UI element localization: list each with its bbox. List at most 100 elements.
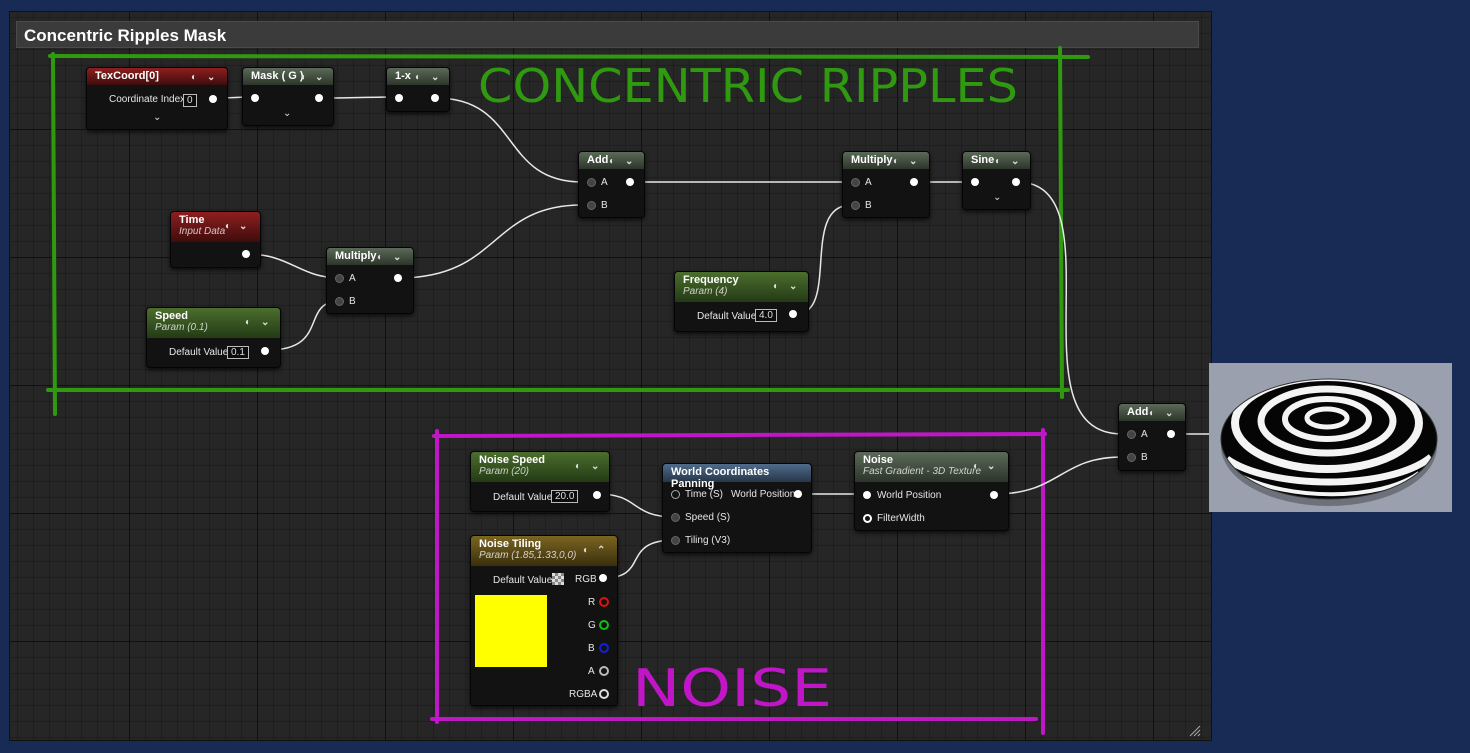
- preview-toggle-icon[interactable]: ◐: [995, 156, 1002, 167]
- pin-label: B: [349, 296, 356, 307]
- preview-toggle-icon[interactable]: ◐: [301, 72, 308, 83]
- preview-toggle-icon[interactable]: ◐: [583, 545, 590, 556]
- preview-toggle-icon[interactable]: ◐: [245, 317, 252, 328]
- input-pin-a[interactable]: [1127, 430, 1136, 439]
- coordinate-index-input[interactable]: 0: [183, 94, 197, 107]
- input-pin[interactable]: [251, 94, 259, 102]
- preview-toggle-icon[interactable]: ◐: [973, 461, 980, 472]
- chevron-down-icon[interactable]: ⌄: [909, 156, 918, 167]
- preview-toggle-icon[interactable]: ◐: [893, 156, 900, 167]
- input-pin[interactable]: [395, 94, 403, 102]
- preview-toggle-icon[interactable]: ◐: [1149, 408, 1156, 419]
- input-pin-filterwidth[interactable]: [863, 514, 872, 523]
- expand-chevron-icon[interactable]: ⌄: [153, 112, 162, 123]
- chevron-down-icon[interactable]: ⌄: [393, 252, 402, 263]
- input-pin-a[interactable]: [851, 178, 860, 187]
- chevron-down-icon[interactable]: ⌄: [1165, 408, 1174, 419]
- output-pin[interactable]: [261, 347, 269, 355]
- mask-node[interactable]: Mask ( G ) ◐ ⌄ ⌄: [242, 67, 334, 126]
- input-pin-b[interactable]: [587, 201, 596, 210]
- input-pin-tiling[interactable]: [671, 536, 680, 545]
- output-pin[interactable]: [315, 94, 323, 102]
- output-pin[interactable]: [394, 274, 402, 282]
- chevron-down-icon[interactable]: ⌄: [625, 156, 634, 167]
- noise-speed-param-node[interactable]: Noise Speed Param (20) ◐ ⌄ Default Value…: [470, 451, 610, 512]
- output-pin[interactable]: [1167, 430, 1175, 438]
- chevron-up-icon[interactable]: ⌃: [597, 545, 606, 556]
- output-pin[interactable]: [209, 95, 217, 103]
- output-pin[interactable]: [794, 490, 802, 498]
- default-value-input[interactable]: 0.1: [227, 346, 249, 359]
- default-value-input[interactable]: 4.0: [755, 309, 777, 322]
- add-node[interactable]: Add ◐ ⌄ A B: [578, 151, 645, 218]
- chevron-down-icon[interactable]: ⌄: [239, 221, 248, 232]
- default-value-input[interactable]: 20.0: [551, 490, 579, 503]
- resize-grip-icon[interactable]: [1189, 725, 1201, 737]
- color-swatch[interactable]: [475, 595, 547, 667]
- input-pin-b[interactable]: [851, 201, 860, 210]
- output-pin-r[interactable]: [599, 597, 609, 607]
- input-pin-a[interactable]: [335, 274, 344, 283]
- node-title: Frequency: [683, 274, 739, 286]
- input-pin-a[interactable]: [587, 178, 596, 187]
- chevron-down-icon[interactable]: ⌄: [1011, 156, 1020, 167]
- output-pin-rgb[interactable]: [599, 574, 607, 582]
- material-graph-canvas[interactable]: [9, 11, 1212, 741]
- node-title: Noise Speed: [479, 454, 546, 466]
- multiply-node[interactable]: Multiply ◐ ⌄ A B: [842, 151, 930, 218]
- sine-node[interactable]: Sine ◐ ⌄ ⌄: [962, 151, 1031, 210]
- preview-toggle-icon[interactable]: ◐: [773, 281, 780, 292]
- color-picker-icon[interactable]: [552, 573, 564, 585]
- node-title: World Coordinates Panning: [671, 466, 770, 490]
- output-pin-rgba[interactable]: [599, 689, 609, 699]
- time-node[interactable]: Time Input Data ◐ ⌄: [170, 211, 261, 268]
- node-title: Add: [1127, 406, 1149, 418]
- chevron-down-icon[interactable]: ⌄: [315, 72, 324, 83]
- output-pin-a[interactable]: [599, 666, 609, 676]
- expand-chevron-icon[interactable]: ⌄: [993, 192, 1002, 203]
- preview-toggle-icon[interactable]: ◐: [377, 252, 384, 263]
- output-pin-b[interactable]: [599, 643, 609, 653]
- input-pin[interactable]: [971, 178, 979, 186]
- input-pin-world-position[interactable]: [863, 491, 871, 499]
- frequency-param-node[interactable]: Frequency Param (4) ◐ ⌄ Default Value 4.…: [674, 271, 809, 332]
- output-pin[interactable]: [1012, 178, 1020, 186]
- noise-tiling-param-node[interactable]: Noise Tiling Param (1.85,1.33,0,0) ◐ ⌃ D…: [470, 535, 618, 706]
- chevron-down-icon[interactable]: ⌄: [987, 461, 996, 472]
- output-pin[interactable]: [789, 310, 797, 318]
- texcoord-node[interactable]: TexCoord[0] ◐ ⌄ Coordinate Index 0 ⌄: [86, 67, 228, 130]
- output-pin[interactable]: [593, 491, 601, 499]
- noise-node[interactable]: Noise Fast Gradient - 3D Texture ◐ ⌄ Wor…: [854, 451, 1009, 531]
- pin-label: B: [1141, 452, 1148, 463]
- add-node[interactable]: Add ◐ ⌄ A B: [1118, 403, 1186, 471]
- output-pin[interactable]: [910, 178, 918, 186]
- input-pin-b[interactable]: [1127, 453, 1136, 462]
- output-pin[interactable]: [990, 491, 998, 499]
- input-pin-b[interactable]: [335, 297, 344, 306]
- multiply-node[interactable]: Multiply ◐ ⌄ A B: [326, 247, 414, 314]
- preview-toggle-icon[interactable]: ◐: [191, 72, 198, 83]
- preview-toggle-icon[interactable]: ◐: [225, 221, 232, 232]
- world-coordinates-panning-node[interactable]: World Coordinates Panning Time (S) World…: [662, 463, 812, 553]
- preview-toggle-icon[interactable]: ◐: [609, 156, 616, 167]
- input-pin-speed[interactable]: [671, 513, 680, 522]
- expand-chevron-icon[interactable]: ⌄: [283, 108, 292, 119]
- output-label-g: G: [588, 620, 596, 631]
- chevron-down-icon[interactable]: ⌄: [431, 72, 440, 83]
- node-title: Sine: [971, 154, 995, 166]
- input-pin-time[interactable]: [671, 490, 680, 499]
- default-value-label: Default Value: [697, 311, 757, 322]
- speed-param-node[interactable]: Speed Param (0.1) ◐ ⌄ Default Value 0.1: [146, 307, 281, 368]
- chevron-down-icon[interactable]: ⌄: [261, 317, 270, 328]
- output-pin[interactable]: [626, 178, 634, 186]
- output-pin-g[interactable]: [599, 620, 609, 630]
- chevron-down-icon[interactable]: ⌄: [591, 461, 600, 472]
- output-pin[interactable]: [242, 250, 250, 258]
- chevron-down-icon[interactable]: ⌄: [789, 281, 798, 292]
- one-minus-node[interactable]: 1-x ◐ ⌄: [386, 67, 450, 112]
- node-subtitle: Fast Gradient - 3D Texture: [863, 466, 982, 477]
- chevron-down-icon[interactable]: ⌄: [207, 72, 216, 83]
- preview-toggle-icon[interactable]: ◐: [415, 72, 422, 83]
- preview-toggle-icon[interactable]: ◐: [575, 461, 582, 472]
- output-pin[interactable]: [431, 94, 439, 102]
